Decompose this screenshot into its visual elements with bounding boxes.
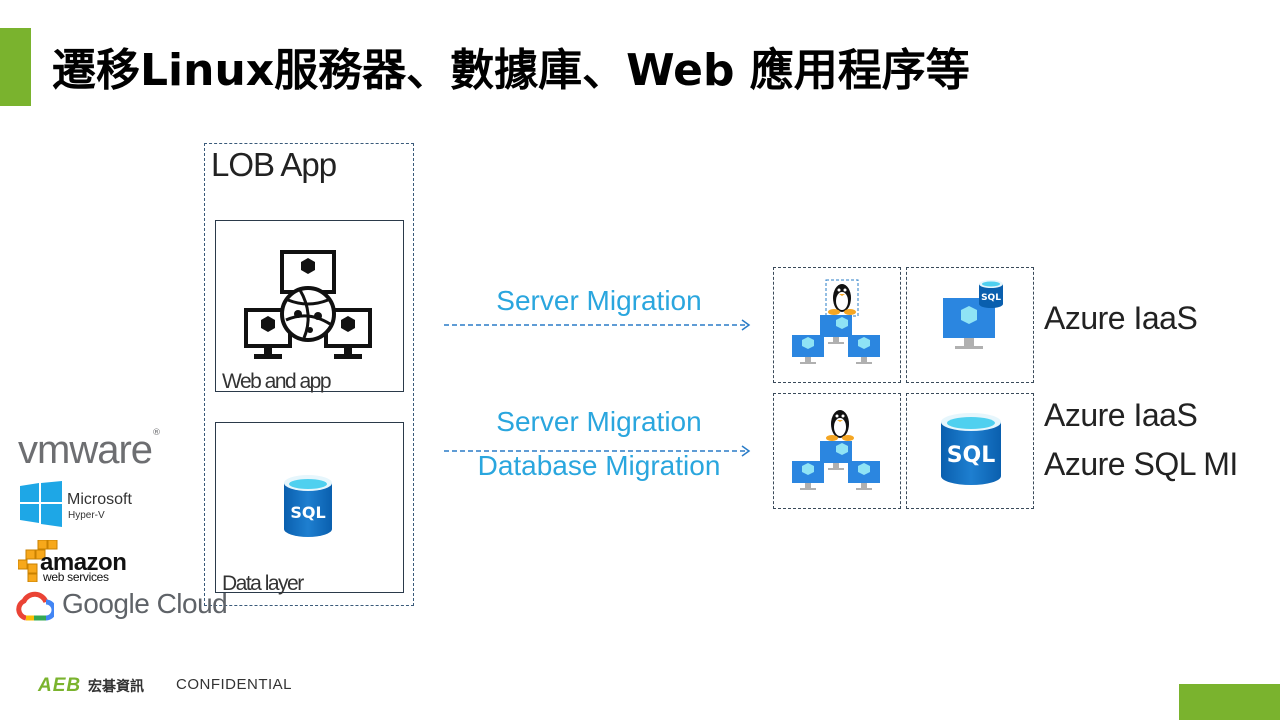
aws-label: amazon (40, 549, 127, 576)
lob-app-title: LOB App (211, 146, 337, 183)
sql-mi-icon-text: SQL (947, 443, 996, 468)
lob-app-container (204, 143, 414, 606)
footer-company-logo: AEB (38, 675, 82, 696)
migration-1-arrow-icon (444, 319, 751, 331)
vendor-vmware-logo: vmware® (18, 428, 161, 473)
migration-2-label-database: Database Migration (477, 450, 721, 481)
destination-1-label: Azure IaaS (1044, 300, 1198, 336)
tux-penguin-icon (826, 410, 854, 441)
google-cloud-icon (16, 591, 54, 621)
windows-logo-icon (20, 481, 62, 527)
target-linux-vms-box-2 (773, 393, 901, 509)
hyperv-sublabel: Hyper-V (68, 510, 105, 521)
aws-cubes-icon (18, 540, 58, 582)
sql-vm-icon-text: SQL (981, 293, 1001, 303)
destination-2-label-sql-mi: Azure SQL MI (1044, 446, 1238, 482)
registered-mark-icon: ® (152, 428, 162, 438)
azure-sql-mi-icon: SQL (941, 413, 1001, 485)
linux-vm-cluster-icon (792, 410, 880, 490)
slide-title: 遷移Linux服務器、數據庫、Web 應用程序等 (52, 45, 970, 96)
footer-company-name: 宏碁資訊 (88, 679, 144, 695)
migration-2-label-server: Server Migration (496, 406, 702, 437)
web-app-layer-label: Web and app (222, 370, 332, 393)
migration-1-label: Server Migration (496, 285, 702, 316)
target-linux-vms-box-1 (773, 267, 901, 383)
web-app-servers-icon (244, 250, 372, 359)
data-layer-label: Data layer (222, 572, 304, 595)
hyperv-label: Microsoft (67, 491, 132, 508)
title-accent-bar (0, 28, 31, 106)
web-app-layer-box (215, 220, 404, 392)
vmware-logo-text: vmware (18, 428, 153, 472)
footer-confidential: CONFIDENTIAL (176, 676, 293, 693)
sql-icon-text: SQL (290, 503, 325, 522)
destination-2-label-iaas: Azure IaaS (1044, 397, 1198, 433)
target-sql-mi-box: SQL (906, 393, 1034, 509)
vm-monitors (792, 315, 880, 364)
sql-vm-icon: SQL (943, 280, 1003, 349)
migration-2-arrow-icon (444, 445, 751, 457)
corner-accent-block (1179, 684, 1280, 720)
target-sql-vm-box: SQL (906, 267, 1034, 383)
data-layer-box (215, 422, 404, 593)
google-cloud-label: Google Cloud (62, 588, 228, 619)
linux-vm-cluster-icon (792, 279, 880, 364)
sql-database-icon: SQL (284, 475, 332, 537)
tux-penguin-icon (828, 284, 856, 315)
aws-sublabel: web services (43, 570, 109, 584)
